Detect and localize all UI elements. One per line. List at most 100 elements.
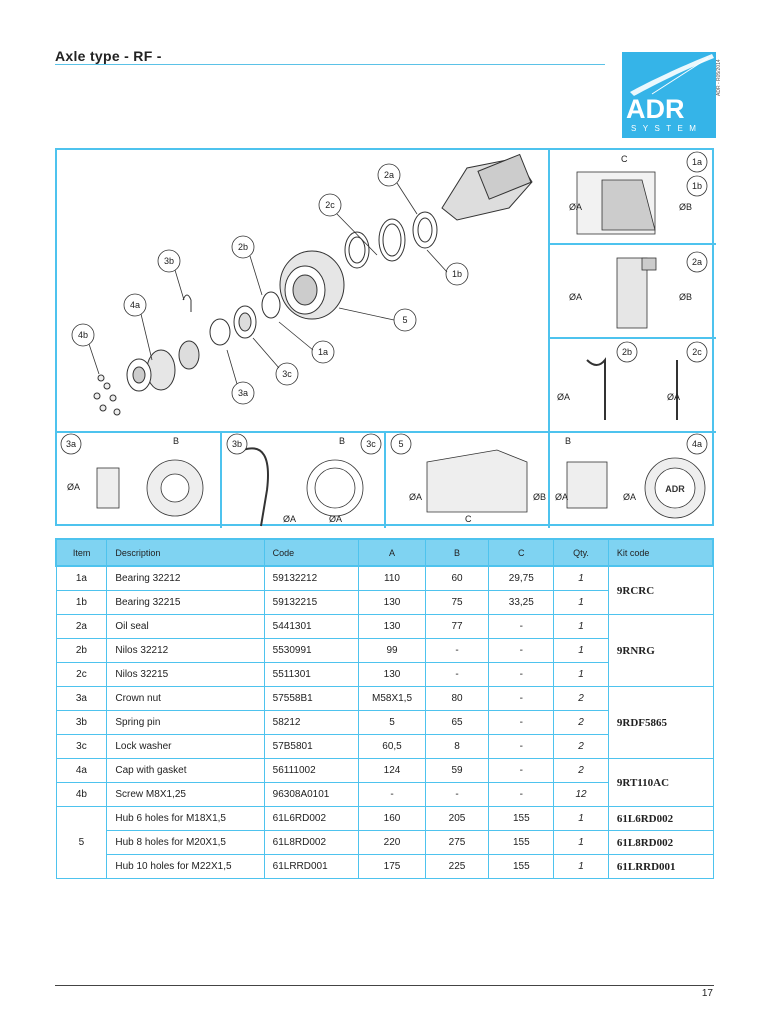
header-c: C [488, 538, 555, 567]
footer-rule [55, 985, 714, 986]
cell-b: 65 [424, 710, 490, 735]
detail-label-4a: 4a [692, 439, 702, 449]
page-number: 17 [701, 988, 713, 999]
cell-a: 130 [358, 662, 426, 687]
cell-code: 5441301 [263, 614, 360, 639]
cell-item: 5 [55, 806, 108, 879]
callout-4b: 4b [78, 330, 88, 340]
detail-sections [60, 151, 708, 527]
dim-b-2: ØB [679, 292, 692, 302]
cell-qty: 1 [553, 806, 609, 831]
dim-a-7: ØA [329, 514, 342, 524]
revision-note: ADR - R05/2014 [716, 59, 722, 96]
table-row: 1a Bearing 32212 59132212 110 60 29,75 1… [55, 565, 714, 615]
header-b: B [424, 538, 490, 567]
header-kit-code: Kit code [607, 538, 714, 567]
cell-a: 60,5 [358, 734, 426, 759]
dim-a-9: ØA [555, 492, 568, 502]
cell-description: Oil seal [106, 614, 265, 639]
callout-5: 5 [402, 315, 407, 325]
cell-b: 60 [424, 565, 490, 591]
cell-kit-code: 61L6RD002 [607, 806, 714, 831]
adr-logo: ADR SYSTEM [622, 52, 716, 138]
detail-label-3c: 3c [366, 439, 376, 449]
cell-a: 130 [358, 614, 426, 639]
detail-label-5: 5 [398, 439, 403, 449]
cell-a: - [358, 782, 426, 807]
callout-3b: 3b [164, 256, 174, 266]
cell-code: 61L8RD002 [263, 830, 360, 855]
dim-b-6: B [565, 436, 571, 446]
exploded-view-figure: 2a 2c 2b 3b 4a 4b 1b 5 1a 3c 3a [55, 148, 716, 528]
cell-description: Cap with gasket [106, 758, 265, 783]
detail-label-2b: 2b [622, 347, 632, 357]
cell-qty: 12 [553, 782, 609, 807]
cell-qty: 2 [553, 734, 609, 759]
cell-code: 5511301 [263, 662, 360, 687]
cell-qty: 1 [553, 830, 609, 855]
logo-subtitle: SYSTEM [631, 124, 703, 133]
cell-c: - [488, 662, 555, 687]
cell-qty: 1 [553, 638, 609, 663]
cell-code: 61LRRD001 [263, 854, 360, 879]
table-row: 2c Nilos 32215 5511301 130 - - 1 [55, 662, 713, 687]
dim-a-8: ØA [409, 492, 422, 502]
cell-c: 155 [488, 854, 555, 879]
cell-code: 96308A0101 [263, 782, 360, 807]
cell-item: 3a [55, 686, 108, 711]
cell-kit-code: 61LRRD001 [607, 854, 714, 879]
cell-a: 124 [358, 758, 426, 783]
callout-2b: 2b [238, 242, 248, 252]
cell-item: 1b [55, 590, 108, 615]
cap-logo-text: ADR [665, 484, 685, 494]
cell-a: M58X1,5 [358, 686, 426, 711]
cell-a: 5 [358, 710, 426, 735]
cell-b: 205 [424, 806, 490, 831]
callout-3c: 3c [282, 369, 292, 379]
cell-qty: 1 [553, 614, 609, 639]
cell-a: 99 [358, 638, 426, 663]
cell-c: - [488, 686, 555, 711]
cell-code: 57558B1 [263, 686, 360, 711]
cell-description: Hub 10 holes for M22X1,5 [106, 854, 265, 879]
parts-table: Item Description Code A B C Qty. Kit cod… [55, 538, 714, 879]
dim-a-1: ØA [569, 202, 582, 212]
detail-label-1b: 1b [692, 181, 702, 191]
cell-qty: 2 [553, 686, 609, 711]
dim-b-3: B [173, 436, 179, 446]
cell-b: 59 [424, 758, 490, 783]
table-row: 3a Crown nut 57558B1 M58X1,5 80 - 2 9RDF… [55, 686, 714, 759]
cell-c: - [488, 710, 555, 735]
cell-c: 155 [488, 830, 555, 855]
dim-a-3: ØA [557, 392, 570, 402]
cell-a: 160 [358, 806, 426, 831]
cell-qty: 1 [553, 590, 609, 615]
cell-kit-code: 9RCRC [607, 565, 714, 615]
cell-qty: 2 [553, 758, 609, 783]
table-row: 4a Cap with gasket 56111002 124 59 - 2 9… [55, 758, 714, 807]
callout-4a: 4a [130, 300, 140, 310]
dim-b-5: ØB [533, 492, 546, 502]
callout-2c: 2c [325, 200, 335, 210]
cell-qty: 1 [553, 565, 609, 591]
dim-a-2: ØA [569, 292, 582, 302]
table-row: 3c Lock washer 57B5801 60,5 8 - 2 [55, 734, 713, 759]
cell-qty: 1 [553, 662, 609, 687]
callout-1a: 1a [318, 347, 328, 357]
cell-item: 1a [55, 565, 108, 591]
cell-description: Nilos 32212 [106, 638, 265, 663]
cell-b: 80 [424, 686, 490, 711]
cell-b: 75 [424, 590, 490, 615]
exploded-parts [93, 153, 533, 416]
header-a: A [358, 538, 426, 567]
dim-c-2: C [465, 514, 472, 524]
cell-b: - [424, 782, 490, 807]
cell-a: 130 [358, 590, 426, 615]
cell-description: Bearing 32215 [106, 590, 265, 615]
cell-code: 57B5801 [263, 734, 360, 759]
callout-1b: 1b [452, 269, 462, 279]
header-description: Description [106, 538, 265, 567]
cell-b: 8 [424, 734, 490, 759]
cell-c: 33,25 [488, 590, 555, 615]
detail-label-3b: 3b [232, 439, 242, 449]
